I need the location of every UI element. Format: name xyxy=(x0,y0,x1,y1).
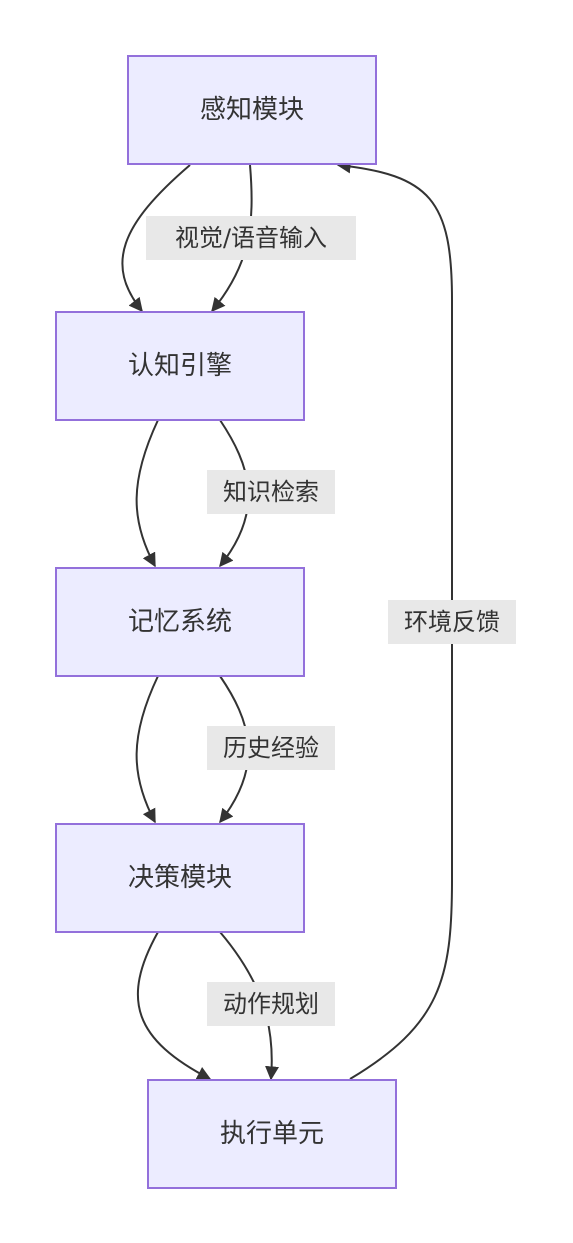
node-label: 感知模块 xyxy=(200,95,304,125)
edge-label-text: 知识检索 xyxy=(223,478,319,506)
node-memory: 记忆系统 xyxy=(55,567,305,677)
edge-label-text: 动作规划 xyxy=(223,990,319,1018)
edge-label-execution-to-perception: 环境反馈 xyxy=(388,600,516,644)
edge-line-feedback xyxy=(336,159,453,1080)
edge-line-left xyxy=(135,675,159,824)
edge-label-text: 历史经验 xyxy=(223,734,319,762)
edge-label-decision-to-execution: 动作规划 xyxy=(207,982,335,1026)
node-label: 决策模块 xyxy=(128,863,232,893)
edge-execution-to-perception xyxy=(336,159,453,1080)
edge-line-left xyxy=(136,931,212,1080)
node-execution: 执行单元 xyxy=(147,1079,397,1189)
edge-label-memory-to-decision: 历史经验 xyxy=(207,726,335,770)
edge-line-left xyxy=(121,164,191,313)
node-decision: 决策模块 xyxy=(55,823,305,933)
edge-label-perception-to-cognition: 视觉/语音输入 xyxy=(146,216,356,260)
node-label: 执行单元 xyxy=(220,1119,324,1149)
edge-label-cognition-to-memory: 知识检索 xyxy=(207,470,335,514)
node-perception: 感知模块 xyxy=(127,55,377,165)
edge-line-left xyxy=(135,419,159,568)
edge-label-text: 环境反馈 xyxy=(404,608,500,636)
edge-label-text: 视觉/语音输入 xyxy=(175,224,327,252)
node-cognition: 认知引擎 xyxy=(55,311,305,421)
node-label: 认知引擎 xyxy=(128,351,232,381)
node-label: 记忆系统 xyxy=(128,607,232,637)
